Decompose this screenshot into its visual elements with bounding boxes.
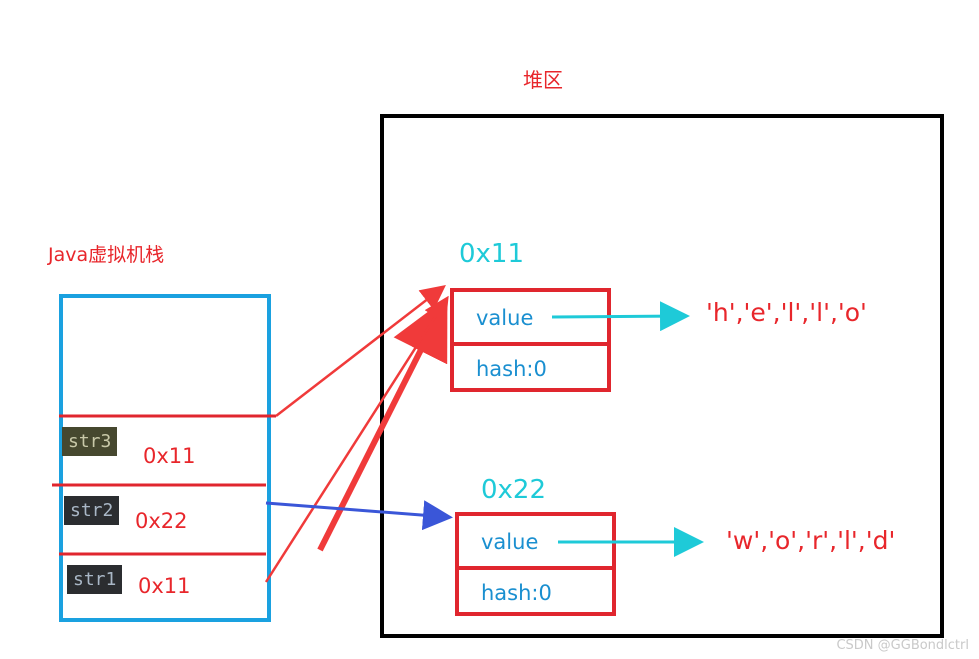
heap-title: 堆区 [523,68,563,92]
heap-object: value hash:0 [450,288,611,392]
stack-var-str1: str1 [67,565,123,594]
object-value-field: value [481,530,539,554]
char-array: 'w','o','r','l','d' [726,526,896,555]
char-array: 'h','e','l','l','o' [706,298,867,327]
watermark: CSDN @GGBondlctrl [836,638,969,653]
pointer-arrow-str2 [265,500,453,531]
object-value-field: value [476,306,534,330]
heap-object: value hash:0 [455,512,616,616]
object-divider [459,566,612,570]
stack-ref-str2: 0x22 [135,509,188,533]
object-hash-field: hash:0 [481,581,552,605]
stack-area [59,294,271,622]
stack-var-str3: str3 [62,427,118,456]
stack-var-str2: str2 [64,496,120,525]
stack-ref-str1: 0x11 [138,574,191,598]
pointer-arrow-str1 [264,295,449,583]
value-arrow [551,301,690,332]
object-divider [454,342,607,346]
heap-object-address: 0x22 [481,475,547,505]
heap-area [380,114,944,638]
stack-title: Java虚拟机栈 [48,244,165,266]
stack-ref-str3: 0x11 [143,444,196,468]
heap-object-address: 0x11 [459,239,525,269]
object-hash-field: hash:0 [476,357,547,381]
